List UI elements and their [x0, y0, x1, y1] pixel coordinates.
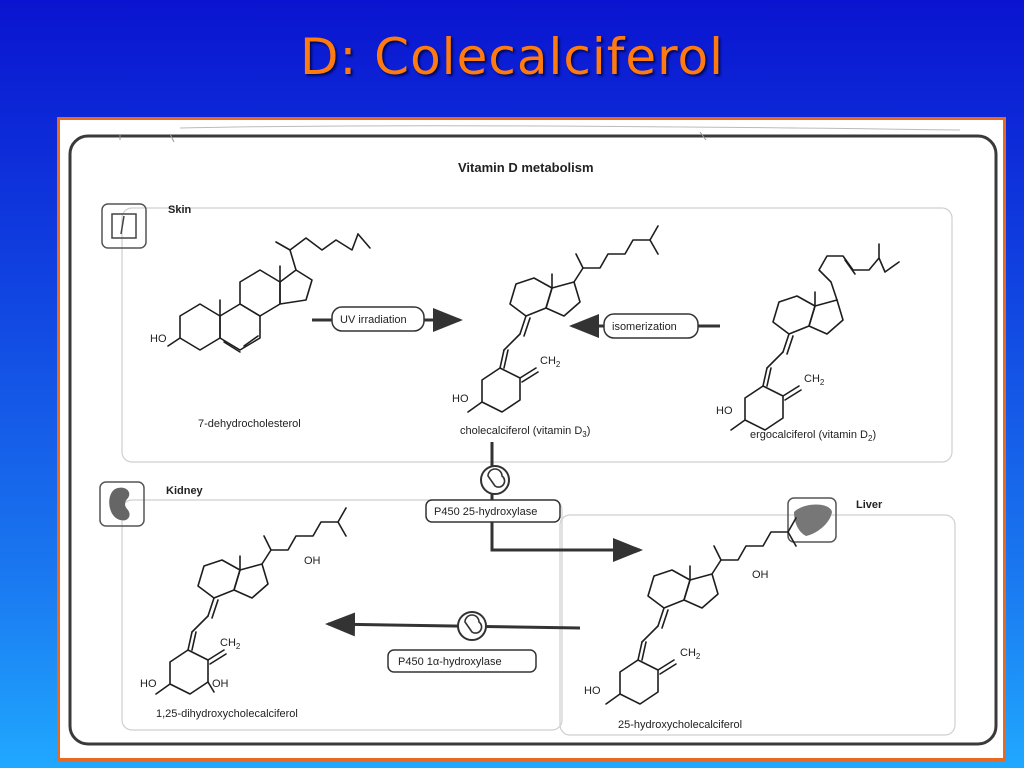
atom-oh-hydroxy25: OH — [752, 569, 769, 581]
figure-heading: Vitamin D metabolism — [458, 160, 594, 175]
compound-label-25-hydroxycholecalciferol: 25-hydroxycholecalciferol — [618, 719, 742, 731]
slide-title: D: Colecalciferol — [299, 28, 725, 86]
structure-25-hydroxycholecalciferol — [605, 517, 797, 705]
structure-ergocalciferol — [730, 243, 900, 431]
atom-ch2-ergo: CH2 — [804, 373, 825, 387]
enzyme-icon-25-hydroxylase — [480, 465, 510, 495]
atom-ho-dehydro: HO — [150, 333, 167, 345]
compound-label-ergocalciferol: ergocalciferol (vitamin D2) — [750, 429, 876, 443]
compound-label-1-25-dihydroxycholecalciferol: 1,25-dihydroxycholecalciferol — [156, 708, 298, 720]
atom-oh-dihydroxy-ring: OH — [212, 678, 229, 690]
step-box-uv-irradiation — [331, 306, 425, 332]
step-box-isomerization — [603, 313, 699, 339]
step-box-25-hydroxylase — [425, 499, 561, 523]
atom-oh-dihydroxy-sidechain: OH — [304, 555, 321, 567]
step-label-1a-hydroxylase: P450 1α-hydroxylase — [398, 656, 502, 668]
enzyme-icon-1a-hydroxylase — [457, 611, 487, 641]
step-label-25-hydroxylase: P450 25-hydroxylase — [434, 506, 537, 518]
step-box-1a-hydroxylase — [387, 649, 537, 673]
step-label-uv-irradiation: UV irradiation — [340, 314, 407, 326]
atom-ch2-hydroxy25: CH2 — [680, 647, 701, 661]
atom-ho-ergo: HO — [716, 405, 733, 417]
structure-7-dehydrocholesterol — [167, 233, 371, 353]
atom-ch2-dihydroxy: CH2 — [220, 637, 241, 651]
step-label-isomerization: isomerization — [612, 321, 677, 333]
atom-ho-chole: HO — [452, 393, 469, 405]
structure-1-25-dihydroxycholecalciferol — [155, 507, 347, 695]
atom-ho-hydroxy25: HO — [584, 685, 601, 697]
liver-icon — [787, 497, 837, 543]
scanned-figure: Vitamin D metabolism Skin Kidney Liver H… — [57, 117, 1006, 761]
atom-ho-dihydroxy: HO — [140, 678, 157, 690]
region-label-liver: Liver — [856, 499, 883, 511]
region-label-skin: Skin — [168, 204, 192, 216]
vitamin-d-metabolism-diagram: Vitamin D metabolism Skin Kidney Liver H… — [68, 125, 998, 746]
atom-ch2-chole: CH2 — [540, 355, 561, 369]
compound-label-7-dehydrocholesterol: 7-dehydrocholesterol — [198, 418, 301, 430]
kidney-icon — [99, 481, 145, 527]
region-label-kidney: Kidney — [166, 485, 204, 497]
skin-icon — [101, 203, 147, 249]
compound-label-cholecalciferol: cholecalciferol (vitamin D3) — [460, 425, 590, 439]
